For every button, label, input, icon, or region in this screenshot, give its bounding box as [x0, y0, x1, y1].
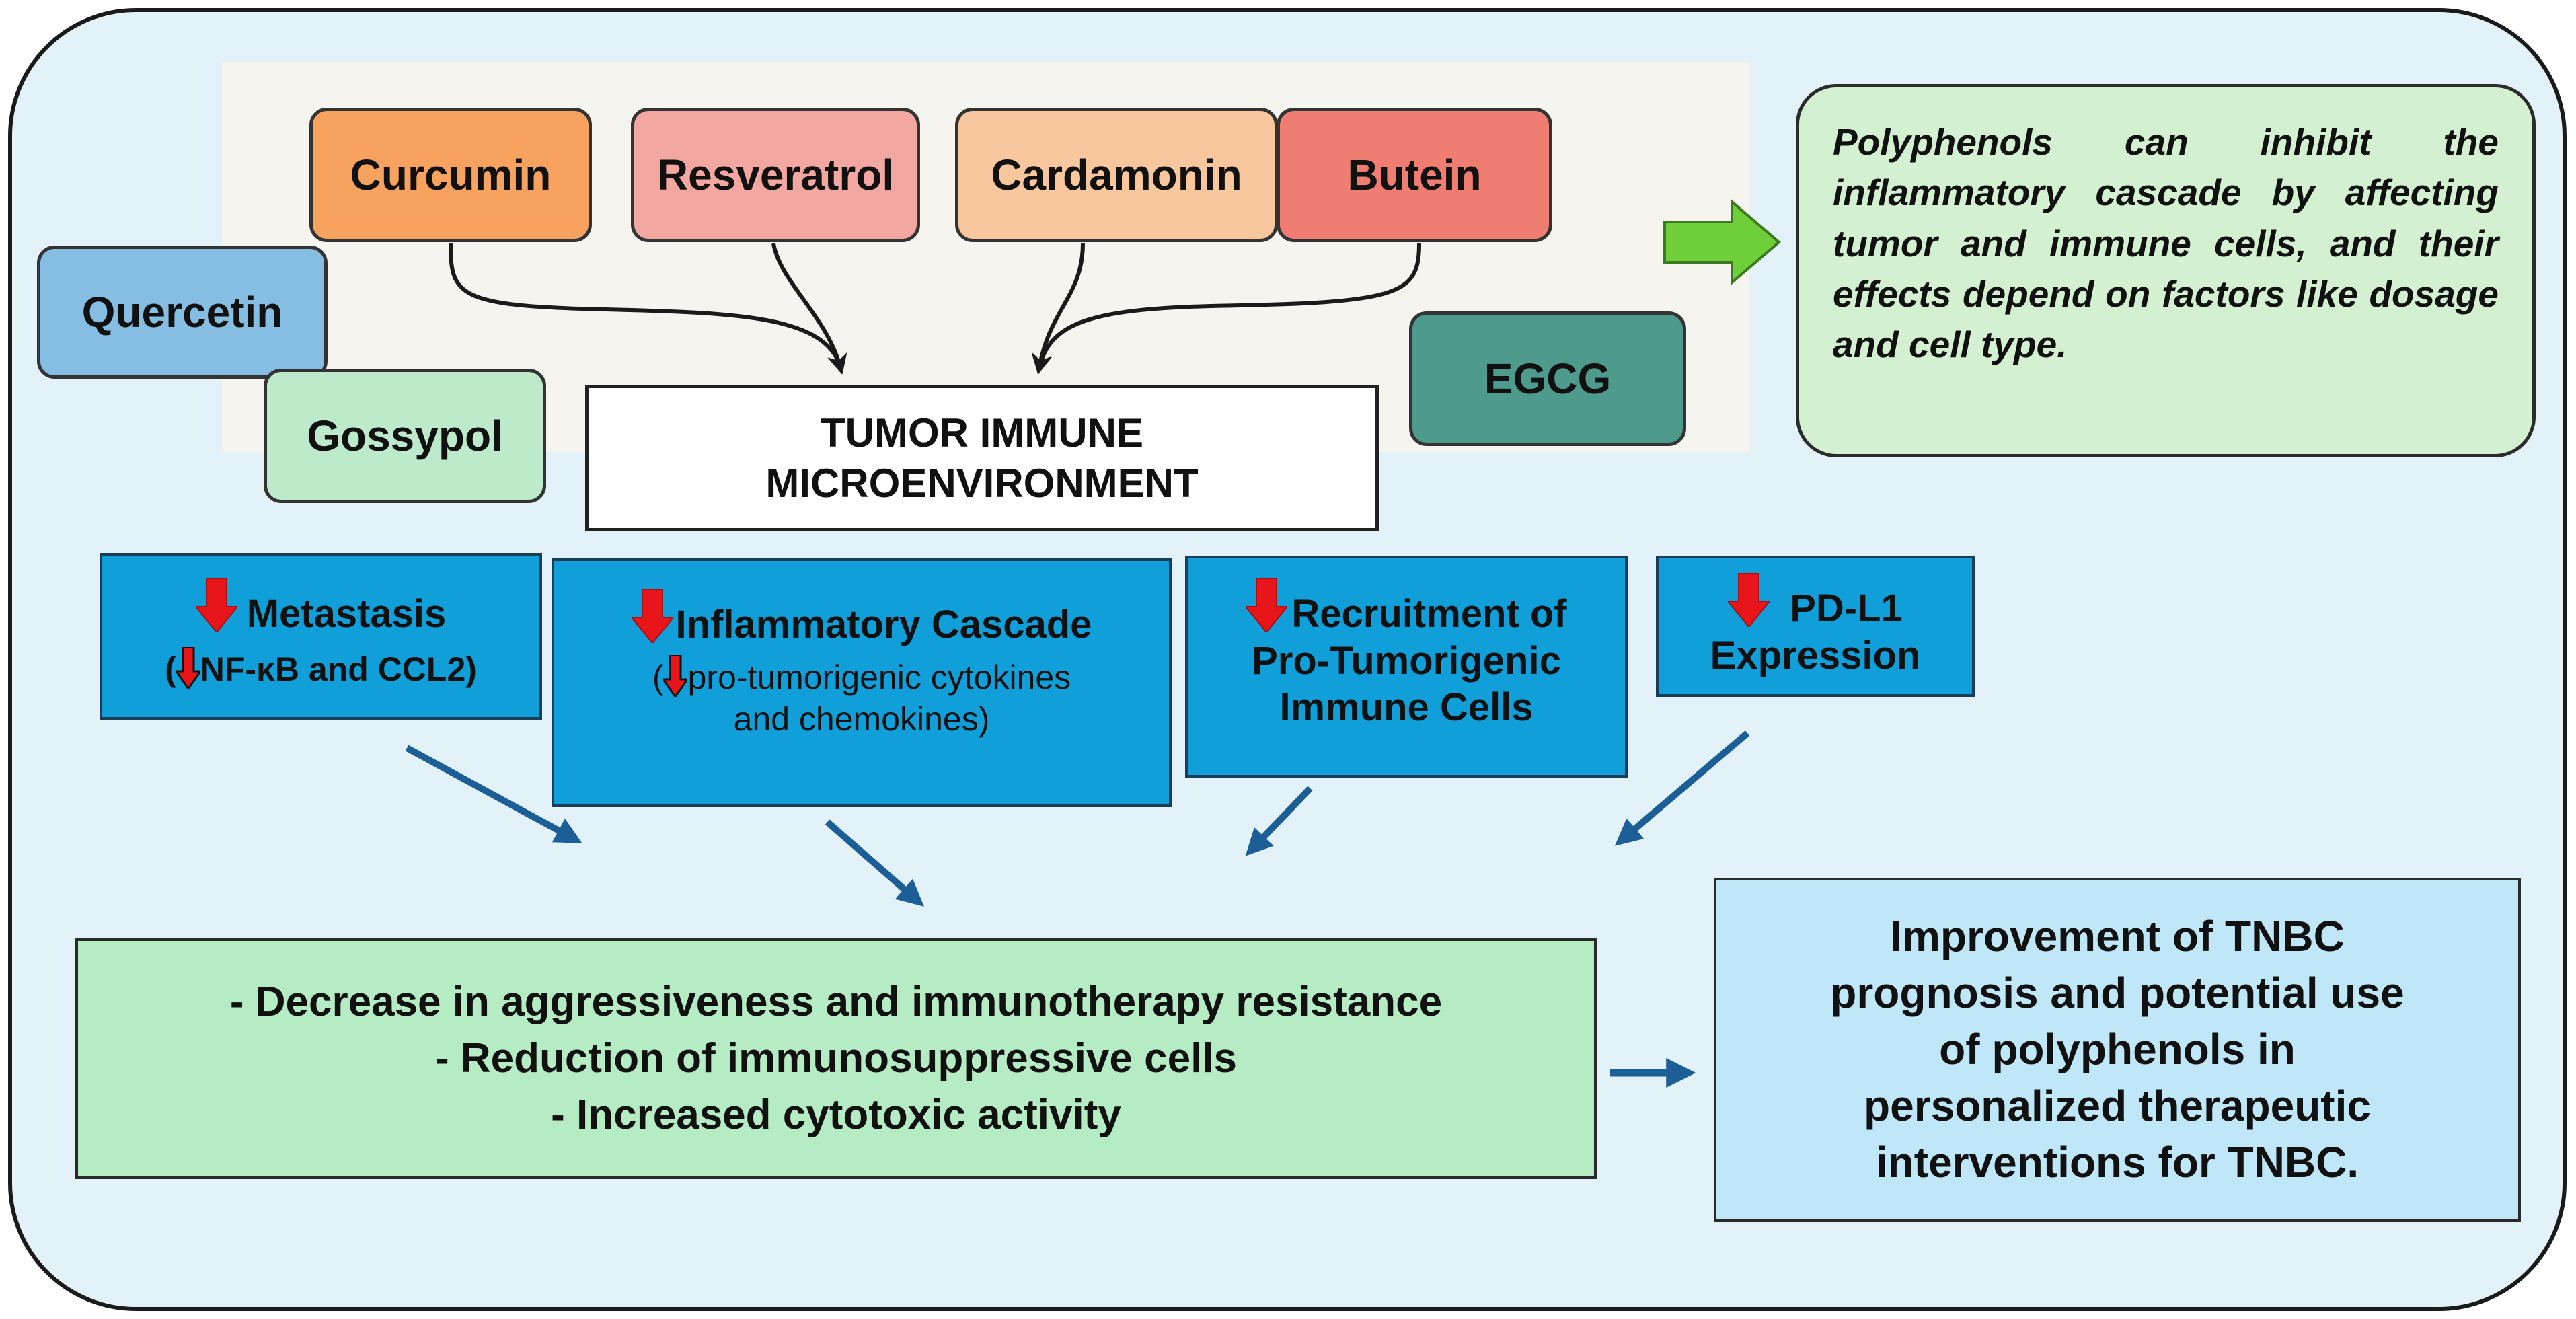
conclusion-box: Improvement of TNBC prognosis and potent… [1714, 878, 2521, 1222]
recruitment-title-1: Recruitment of [1291, 592, 1567, 636]
metastasis-sub-open: ( [165, 650, 176, 688]
metastasis-box: Metastasis ( NF-κB and CCL2) [100, 553, 542, 720]
recruitment-title-3: Immune Cells [1279, 685, 1533, 730]
conclusion-line-5: interventions for TNBC. [1875, 1137, 2359, 1186]
inflammatory-cascade-box: Inflammatory Cascade ( pro-tumorigenic c… [552, 558, 1172, 807]
resveratrol-connector [771, 243, 847, 375]
outcome-box: - Decrease in aggressiveness and immunot… [75, 938, 1597, 1179]
outcome-line-3: - Increased cytotoxic activity [551, 1091, 1121, 1138]
pdl1-flow-arrow [1614, 730, 1750, 846]
tme-line-2: MICROENVIRONMENT [765, 461, 1199, 506]
egcg-box: EGCG [1409, 311, 1686, 446]
decrease-arrow-icon [195, 578, 237, 632]
butein-box: Butein [1277, 108, 1552, 242]
decrease-arrow-icon [663, 654, 688, 697]
conclusion-line-1: Improvement of TNBC [1890, 912, 2345, 961]
metastasis-title: Metastasis [246, 592, 447, 636]
cardamonin-connector [1031, 243, 1085, 375]
tumor-microenvironment-box: TUMOR IMMUNE MICROENVIRONMENT [585, 385, 1379, 531]
quercetin-box: Quercetin [37, 246, 328, 379]
pdl1-title-2: Expression [1710, 633, 1921, 677]
butein-connector [1032, 243, 1421, 375]
pdl1-box: PD-L1 Expression [1656, 556, 1975, 697]
outcome-line-2: - Reduction of immunosuppressive cells [434, 1035, 1238, 1082]
decrease-arrow-icon [1246, 578, 1288, 632]
cardamonin-box: Cardamonin [955, 108, 1278, 242]
decrease-arrow-icon [631, 589, 673, 643]
conclusion-line-4: personalized therapeutic [1864, 1081, 2371, 1130]
inflammatory-title: Inflammatory Cascade [675, 603, 1092, 646]
decrease-arrow-icon [176, 646, 200, 689]
curcumin-box: Curcumin [309, 108, 592, 242]
recruitment-box: Recruitment of Pro-Tumorigenic Immune Ce… [1185, 556, 1628, 778]
metastasis-flow-arrow [405, 745, 582, 843]
conclusion-line-2: prognosis and potential use [1830, 969, 2404, 1018]
recruitment-flow-arrow [1245, 786, 1313, 856]
inflammatory-flow-arrow [825, 819, 925, 907]
conclusion-line-3: of polyphenols in [1939, 1025, 2296, 1074]
curcumin-connector [449, 243, 847, 375]
gossypol-box: Gossypol [264, 369, 546, 503]
tme-line-1: TUMOR IMMUNE [821, 410, 1143, 455]
inflammatory-sub-1: pro-tumorigenic cytokines [687, 658, 1071, 696]
pdl1-title-1: PD-L1 [1790, 587, 1903, 630]
decrease-arrow-icon [1728, 573, 1770, 627]
resveratrol-box: Resveratrol [631, 108, 920, 242]
recruitment-title-2: Pro-Tumorigenic [1252, 638, 1561, 683]
outcome-line-1: - Decrease in aggressiveness and immunot… [229, 979, 1443, 1026]
inflammatory-sub-open: ( [652, 658, 664, 696]
inflammatory-sub-2: and chemokines) [733, 700, 990, 739]
polyphenol-note: Polyphenols can inhibit the inflammatory… [1796, 84, 2536, 457]
note-arrow [1663, 198, 1782, 286]
metastasis-sub: NF-κB and CCL2) [200, 650, 477, 688]
